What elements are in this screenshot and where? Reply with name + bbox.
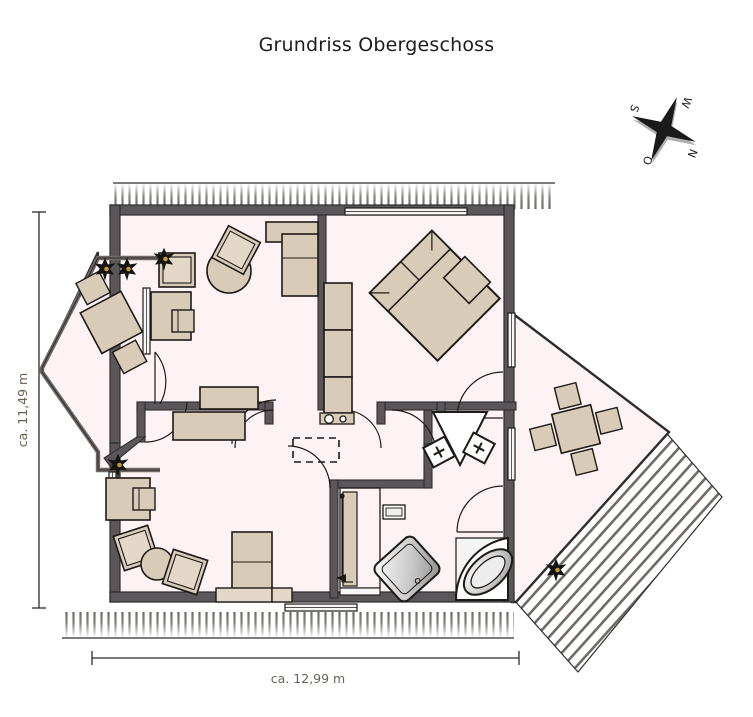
compass-label-w: W: [678, 95, 694, 110]
desk-south: [105, 477, 156, 521]
plant-star-icon-4: [107, 453, 129, 477]
window-west-upper: [142, 287, 151, 355]
corner-bathtub: [454, 536, 514, 601]
plant-star-icon-5: [545, 558, 567, 582]
dimension-vertical-label: ca. 11,49 m: [15, 373, 30, 447]
double-bed: [368, 229, 502, 363]
sofa-north: [265, 221, 319, 297]
wall-lamp-icon: [319, 412, 355, 425]
shower-tray: [373, 535, 441, 603]
wc-right: [461, 431, 497, 465]
roof-hatching-south: [62, 612, 514, 639]
plant-star-icon-1: [153, 247, 175, 271]
compass-icon: W S N O: [627, 95, 700, 167]
balcony-west-parapet: [39, 255, 160, 473]
desk-north: [150, 291, 195, 341]
balcony-table-west: [74, 270, 148, 375]
plant-star-icon-3: [116, 257, 138, 281]
bedside-cabinet: [442, 255, 492, 305]
compass-label-s: S: [627, 103, 642, 114]
window-east-lower: [507, 427, 516, 481]
dimension-vertical: ca. 11,49 m: [15, 211, 46, 609]
balcony-table-east: [528, 381, 624, 477]
window-north-bedroom: [344, 207, 468, 216]
wardrobe-column: [323, 282, 353, 414]
window-south: [284, 603, 358, 612]
page-title: Grundriss Obergeschoss: [258, 34, 495, 56]
plant-star-icon-2: [94, 257, 116, 281]
window-east-upper: [507, 312, 516, 368]
armchair-north-right: [210, 224, 262, 276]
dimension-horizontal: ca. 12,99 m: [91, 651, 520, 686]
washbasin-left: [421, 435, 457, 469]
sideboard-hall-north: [172, 386, 259, 441]
dimension-horizontal-label: ca. 12,99 m: [271, 671, 345, 686]
compass-label-n: N: [685, 147, 700, 160]
hall-wall-jogs: [264, 401, 386, 425]
staircase: [336, 487, 406, 596]
sofa-south: [215, 531, 293, 603]
armchair-south-right: [161, 548, 209, 596]
